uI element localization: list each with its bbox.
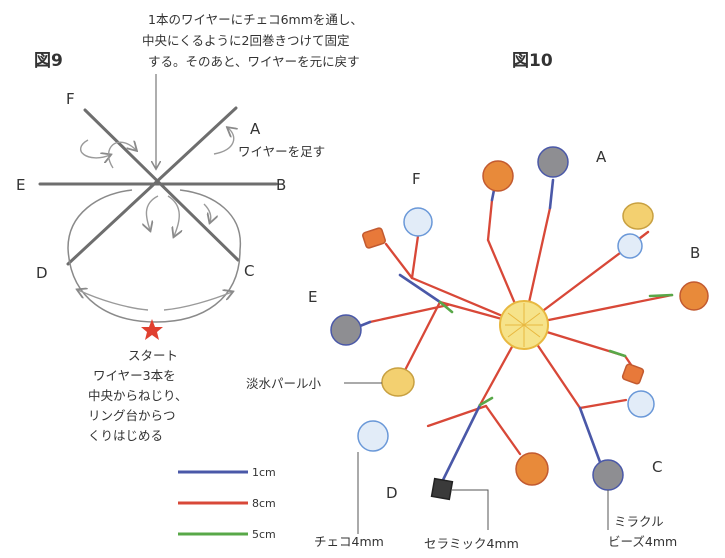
bead-orange-c xyxy=(515,452,549,486)
fig9-label-f: F xyxy=(66,90,75,108)
bead-orange-b xyxy=(679,281,709,311)
fig10-callouts: 淡水パール小 チェコ4mm セラミック4mm ミラクル ビーズ4mm xyxy=(246,376,677,551)
bead-czech-b xyxy=(617,233,643,259)
fig9-label-e: E xyxy=(16,176,25,194)
wire-a-d xyxy=(66,106,238,266)
bead-pearl-e xyxy=(381,367,415,397)
bead-ceramic-d xyxy=(430,477,454,501)
fig10-title: 図10 xyxy=(512,51,553,71)
fig9-label-b: B xyxy=(276,176,286,194)
fig10-green-segments xyxy=(438,293,674,407)
callout-ceramic: セラミック4mm xyxy=(424,536,519,551)
fig9-note-line-2: 中央にくるように2回巻きつけて固定 xyxy=(142,33,349,48)
fig10-label-b: B xyxy=(690,244,700,262)
bead-gray-e xyxy=(330,314,362,346)
bead-ceramic-f xyxy=(362,227,386,249)
fig9-wires xyxy=(38,106,278,266)
fig9-ring xyxy=(67,189,242,323)
center-bead xyxy=(499,300,549,350)
start-line-2: ワイヤー3本を xyxy=(93,368,176,383)
fig10-label-f: F xyxy=(412,170,421,188)
legend-label-8cm: 8cm xyxy=(252,497,276,510)
fig10-blue-segments xyxy=(358,178,602,484)
bead-czech-d xyxy=(357,420,389,452)
bead-gray-a xyxy=(537,146,569,178)
wire-f-c xyxy=(83,108,240,262)
callout-pearl: 淡水パール小 xyxy=(246,376,322,391)
start-line-3: 中央からねじり、 xyxy=(88,388,188,403)
fig10-label-c: C xyxy=(652,458,662,476)
bead-gray-c xyxy=(592,459,624,491)
legend: 1cm 8cm 5cm xyxy=(178,466,276,541)
fig9-note-line-1: 1本のワイヤーにチェコ6mmを通し、 xyxy=(148,12,363,27)
start-star-icon xyxy=(141,319,163,340)
fig10-label-a: A xyxy=(596,148,607,166)
fig10-beads xyxy=(330,146,709,501)
start-line-4: リング台からつ xyxy=(88,408,176,423)
fig9-title: 図9 xyxy=(34,51,63,71)
callout-czech: チェコ4mm xyxy=(314,534,384,549)
legend-label-5cm: 5cm xyxy=(252,528,276,541)
legend-label-1cm: 1cm xyxy=(252,466,276,479)
start-line-1: スタート xyxy=(128,348,178,363)
bead-pearl-a xyxy=(622,202,654,230)
bead-orange-top xyxy=(482,160,514,192)
fig9-add-wire-text: ワイヤーを足す xyxy=(238,144,325,159)
fig9-label-c: C xyxy=(244,262,254,280)
callout-miracle-line-1: ミラクル xyxy=(614,514,664,529)
fig9-note: 1本のワイヤーにチェコ6mmを通し、 中央にくるように2回巻きつけて固定 する。… xyxy=(142,12,363,69)
fig10-label-e: E xyxy=(308,288,317,306)
fig9-start-text: スタート ワイヤー3本を 中央からねじり、 リング台からつ くりはじめる xyxy=(88,348,188,443)
callout-miracle-line-2: ビーズ4mm xyxy=(608,534,677,549)
bead-czech-c xyxy=(627,390,655,418)
fig9-note-line-3: する。そのあと、ワイヤーを元に戻す xyxy=(148,54,360,69)
bead-ceramic-b xyxy=(621,363,645,385)
fig10-label-d: D xyxy=(386,484,398,502)
fig9-label-d: D xyxy=(36,264,48,282)
bead-czech-f xyxy=(403,207,433,237)
fig9-curved-arrows xyxy=(78,128,234,311)
fig9-label-a: A xyxy=(250,120,261,138)
start-line-5: くりはじめる xyxy=(88,428,163,443)
